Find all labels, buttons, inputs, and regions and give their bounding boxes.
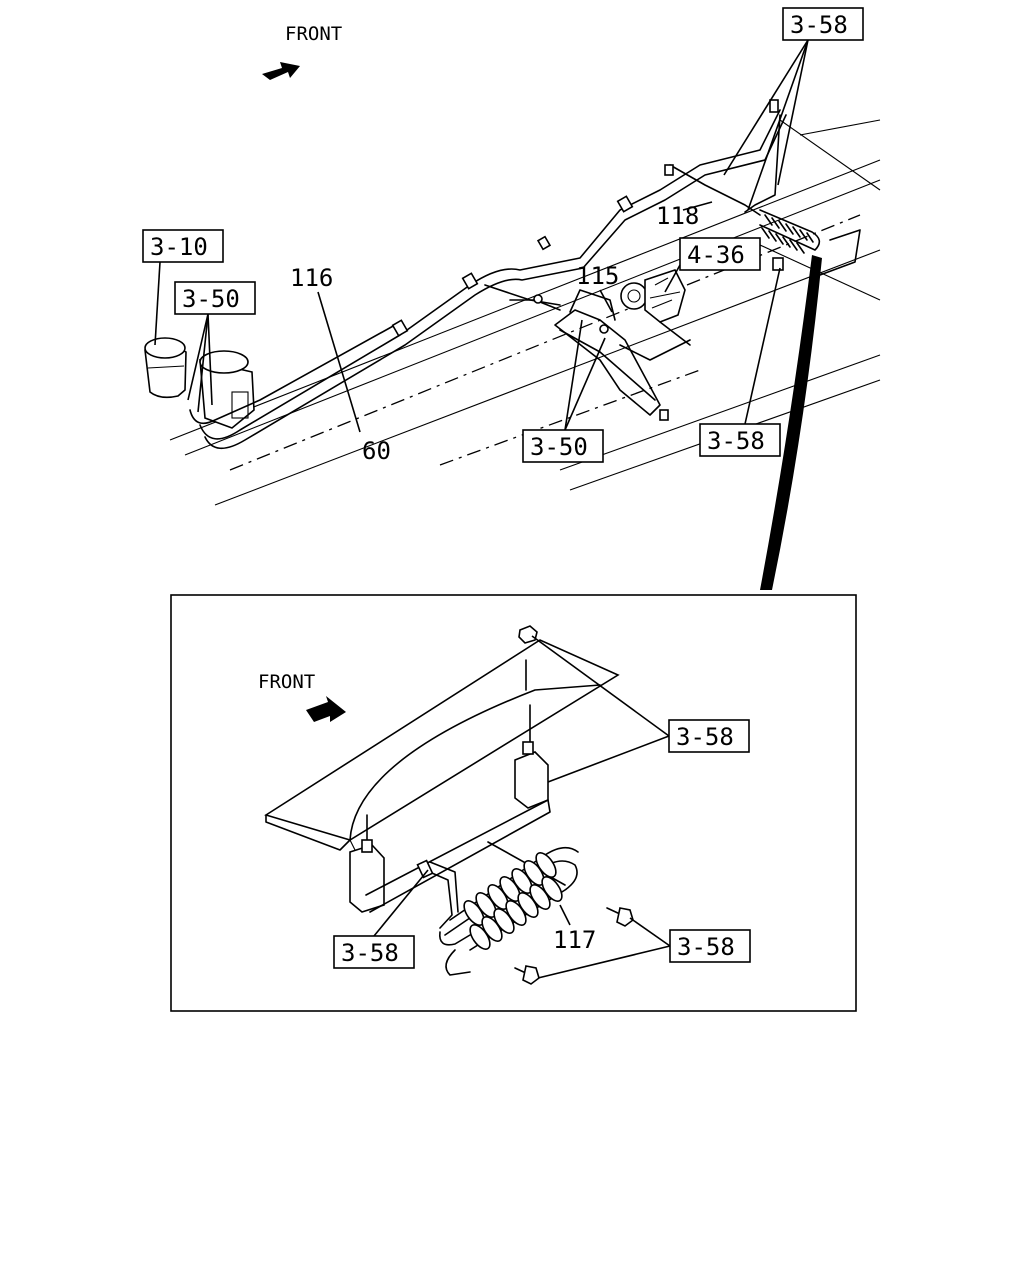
- part-117: 117: [553, 926, 596, 954]
- part-116: 116: [290, 264, 333, 292]
- ref-cooler-bolt: 3-58: [699, 423, 781, 457]
- ref-detail-bracket: 3-58: [668, 719, 750, 753]
- steering-pump: [620, 269, 691, 346]
- svg-text:3-50: 3-50: [182, 285, 240, 313]
- front-label-detail: FRONT: [258, 671, 315, 693]
- bolt-right: [606, 907, 634, 927]
- detail-frame: [170, 594, 857, 1012]
- oil-tank: [199, 350, 255, 429]
- ref-detail-left: 3-58: [333, 935, 415, 969]
- ref-bracket-lines: 3-50: [522, 429, 604, 463]
- svg-text:3-58: 3-58: [790, 11, 848, 39]
- svg-text:3-58: 3-58: [341, 939, 399, 967]
- svg-text:3-58: 3-58: [677, 933, 735, 961]
- ref-top-right: 3-58: [782, 7, 864, 41]
- svg-text:3-50: 3-50: [530, 433, 588, 461]
- svg-text:3-58: 3-58: [676, 723, 734, 751]
- ref-pump: 4-36: [679, 237, 761, 271]
- svg-text:4-36: 4-36: [687, 241, 745, 269]
- coil-rings: [463, 852, 563, 950]
- leader-lines-detail: [373, 635, 671, 979]
- svg-text:3-58: 3-58: [707, 427, 765, 455]
- svg-text:3-10: 3-10: [150, 233, 208, 261]
- ref-reservoir-lines: 3-50: [174, 281, 256, 315]
- arrow-icon: [262, 62, 300, 80]
- part-60: 60: [362, 437, 391, 465]
- part-118: 118: [656, 202, 699, 230]
- oil-cooler-detail: [416, 841, 634, 985]
- detail-callout-sweep: [760, 255, 822, 590]
- front-label-top: FRONT: [285, 23, 342, 45]
- line-bracket: [509, 289, 691, 421]
- front-arrow-top: FRONT: [262, 23, 342, 80]
- leader-lines-top: [154, 39, 809, 433]
- cooler-bracket-plate: [264, 625, 620, 913]
- hydraulic-lines: [189, 99, 787, 450]
- ref-detail-bolts: 3-58: [669, 929, 751, 963]
- bolt-bottom: [514, 965, 540, 985]
- ref-reservoir: 3-10: [142, 229, 224, 263]
- arrow-icon: [306, 696, 346, 722]
- part-115: 115: [576, 262, 619, 290]
- reservoir: [144, 337, 187, 399]
- oil-cooler-top: [759, 209, 861, 276]
- front-arrow-detail: FRONT: [258, 671, 346, 722]
